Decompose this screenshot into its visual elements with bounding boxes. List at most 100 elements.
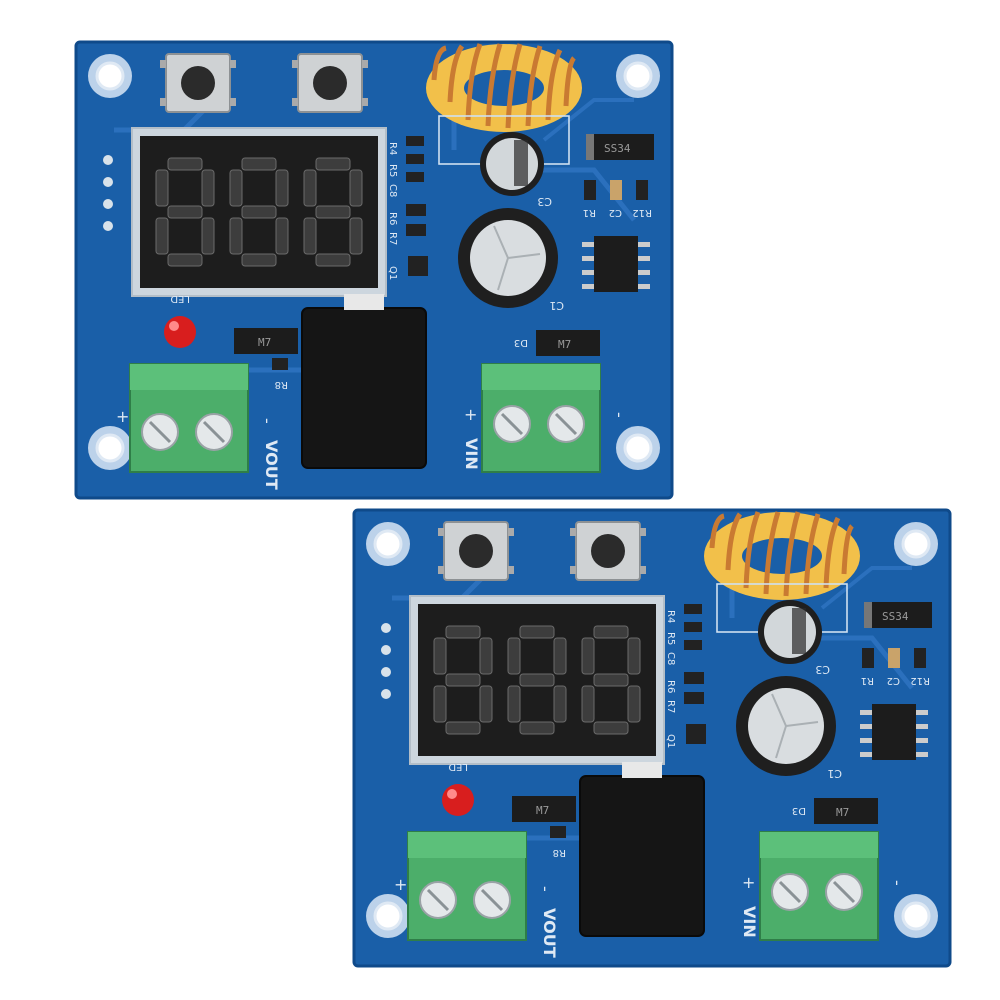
capacitor-small [758,600,822,664]
label-vin-plus: + [742,873,755,892]
label-vin-plus: + [464,405,477,424]
display-segment [167,253,203,267]
diode-m7-right: M7 [536,330,600,356]
display-segment [167,205,203,219]
digit-2 [507,625,567,735]
display-segment [349,217,363,255]
power-mosfet [301,294,427,469]
diode-ss34: SS34 [864,602,932,628]
label-r6: R6 [387,212,398,225]
display-segment [627,685,641,723]
terminal-vin [759,831,879,941]
terminal-vin [481,363,601,473]
ic-chip [582,236,650,292]
display-segment [315,157,351,171]
display-segment [553,685,567,723]
display-segment [201,217,215,255]
label-d3: D3 [514,337,528,348]
pcb-module-bottom: R4 R5 C8 R6 R7 Q1 C3 C1 SS34 R1 C2 R12 [352,508,952,968]
label-r1: R1 [861,675,874,686]
mounting-hole-tl [366,522,410,566]
display-segment [349,169,363,207]
red-led [442,784,474,816]
smd-column [406,136,428,276]
display-segment [581,685,595,723]
push-button-left [160,53,236,113]
display-segment [275,169,289,207]
label-c2: C2 [609,207,622,218]
label-led: LED [448,761,468,772]
label-q1: Q1 [665,734,676,748]
svg-text:SS34: SS34 [604,142,631,155]
diode-m7-left: M7 [234,328,298,354]
display-segment [479,637,493,675]
label-c1: C1 [827,767,842,780]
display-segment [519,625,555,639]
seven-segment-display [381,595,665,765]
svg-text:SS34: SS34 [882,610,909,623]
push-button-right [570,521,646,581]
terminal-vout [407,831,527,941]
diode-m7-left: M7 [512,796,576,822]
label-led: LED [170,293,190,304]
display-segment [433,685,447,723]
label-c8: C8 [665,652,676,665]
pcb-module-top: R4 R5 C8 R6 R7 Q1 C3 C1 SS34 R1 C2 R12 [74,40,674,500]
display-segment [201,169,215,207]
label-c1: C1 [549,299,564,312]
capacitor-small [480,132,544,196]
svg-text:M7: M7 [558,338,571,351]
label-vout-plus: + [116,407,129,426]
mounting-hole-tl [88,54,132,98]
label-c3: C3 [537,195,552,208]
svg-text:M7: M7 [258,336,271,349]
display-segment [241,157,277,171]
display-segment [229,217,243,255]
display-segment [553,637,567,675]
label-r12: R12 [632,207,652,218]
diode-m7-right: M7 [814,798,878,824]
red-led [164,316,196,348]
mounting-hole-bl [88,426,132,470]
label-r4: R4 [387,142,398,155]
digit-2 [229,157,289,267]
display-segment [229,169,243,207]
display-segment [593,625,629,639]
display-segment [241,253,277,267]
mounting-hole-tr [616,54,660,98]
label-r6: R6 [665,680,676,693]
label-r12: R12 [910,675,930,686]
label-vout: VOUT [540,908,559,958]
mounting-hole-tr [894,522,938,566]
label-r7: R7 [387,232,398,245]
label-c8: C8 [387,184,398,197]
label-r4: R4 [665,610,676,623]
label-r8: R8 [275,379,288,390]
svg-text:M7: M7 [536,804,549,817]
display-segment [167,157,203,171]
display-segment [627,637,641,675]
power-mosfet [579,762,705,937]
label-q1: Q1 [387,266,398,280]
display-segment [507,637,521,675]
label-vin-minus: - [888,880,907,886]
display-segment [519,673,555,687]
terminal-vout [129,363,249,473]
toroid-inductor [426,43,582,165]
display-segment [593,673,629,687]
svg-text:M7: M7 [836,806,849,819]
display-segment [155,217,169,255]
display-segment [507,685,521,723]
display-segment [445,625,481,639]
label-vin: VIN [462,438,481,470]
mounting-hole-bl [366,894,410,938]
label-c3: C3 [815,663,830,676]
seven-segment-display [103,127,387,297]
display-segment [593,721,629,735]
label-r7: R7 [665,700,676,713]
display-segment [303,217,317,255]
display-segment [275,217,289,255]
toroid-inductor [704,511,860,633]
capacitor-large [736,676,836,776]
display-segment [433,637,447,675]
